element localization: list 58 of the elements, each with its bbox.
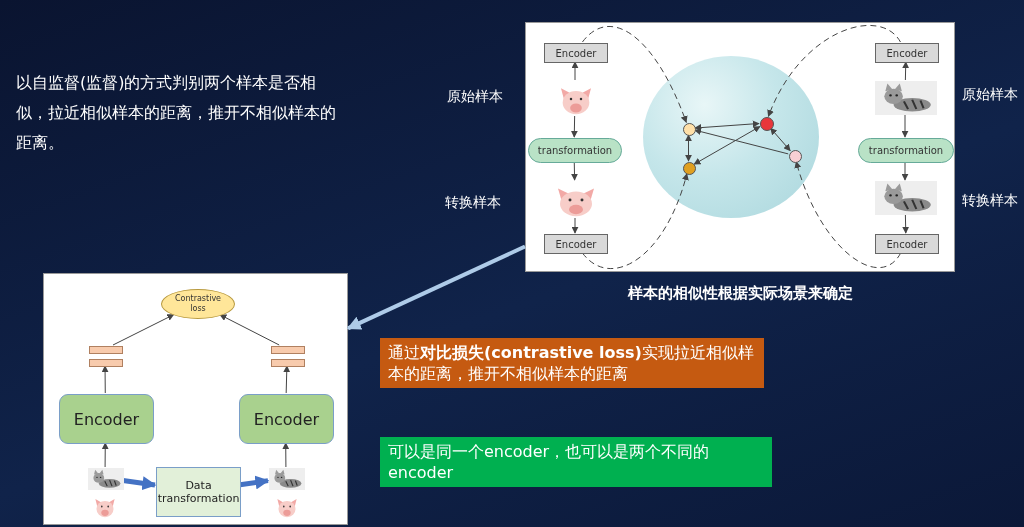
double-arrow xyxy=(685,134,692,162)
figure-panel xyxy=(43,273,348,525)
sample-label: 原始样本 xyxy=(447,87,504,106)
arrow xyxy=(902,61,910,81)
dashed-arrow xyxy=(794,161,902,269)
arrow xyxy=(346,244,526,331)
arrow xyxy=(570,115,578,138)
encoder-box: Encoder xyxy=(59,394,154,444)
arrow xyxy=(239,475,270,490)
dashed-arrow xyxy=(581,26,688,124)
note-box: 通过对比损失(contrastive loss)实现拉近相似样本的距离，推开不相似样本的距离 xyxy=(380,338,764,388)
arrow xyxy=(101,365,109,394)
embedding-point xyxy=(760,117,774,131)
encoder-box: Encoder xyxy=(239,394,334,444)
arrow xyxy=(219,314,280,346)
arrow xyxy=(112,314,175,346)
double-arrow xyxy=(770,127,791,152)
embedding-point xyxy=(683,162,696,175)
transformation-box: Data transformation xyxy=(156,467,241,517)
arrow xyxy=(901,161,909,181)
embedding-point xyxy=(789,150,802,163)
encoder-box: Encoder xyxy=(875,234,939,254)
embedding-point xyxy=(683,123,696,136)
cat-picture xyxy=(269,468,305,490)
dashed-arrow xyxy=(581,173,689,269)
arrow xyxy=(282,442,290,468)
figure-panel xyxy=(525,22,955,272)
feature-bar xyxy=(89,346,123,354)
feature-bar xyxy=(271,346,305,354)
encoder-box: Encoder xyxy=(875,43,939,63)
feature-bar xyxy=(271,359,305,367)
arrow xyxy=(571,217,579,234)
dashed-arrow xyxy=(767,25,901,118)
transformation-pill: transformation xyxy=(528,138,622,163)
transformation-pill: transformation xyxy=(858,138,954,163)
note-box: 可以是同一个encoder，也可以是两个不同的encoder xyxy=(380,437,772,487)
loss-ellipse: Contrastive loss xyxy=(161,289,235,319)
sample-label: 转换样本 xyxy=(962,192,1019,210)
double-arrow xyxy=(694,120,760,132)
arrow xyxy=(101,442,109,468)
arrow xyxy=(571,61,579,81)
sample-label: 转换样本 xyxy=(445,193,502,212)
arrow xyxy=(283,365,291,394)
encoder-box: Encoder xyxy=(544,234,608,254)
arrow xyxy=(571,161,578,181)
double-arrow xyxy=(693,126,761,165)
encoder-box: Encoder xyxy=(544,43,608,63)
figure-caption: 样本的相似性根据实际场景来确定 xyxy=(626,284,854,303)
intro-text: 以自监督(监督)的方式判别两个样本是否相似，拉近相似样本的距离，推开不相似样本的距离。 xyxy=(16,72,336,154)
arrow xyxy=(902,213,910,234)
cat-picture xyxy=(875,181,937,215)
sample-label: 原始样本 xyxy=(962,86,1019,104)
arrow xyxy=(694,128,789,155)
cat-picture xyxy=(88,468,124,490)
arrow xyxy=(901,113,909,138)
feature-bar xyxy=(89,359,123,367)
arrow xyxy=(122,476,157,491)
cat-picture xyxy=(875,81,937,115)
